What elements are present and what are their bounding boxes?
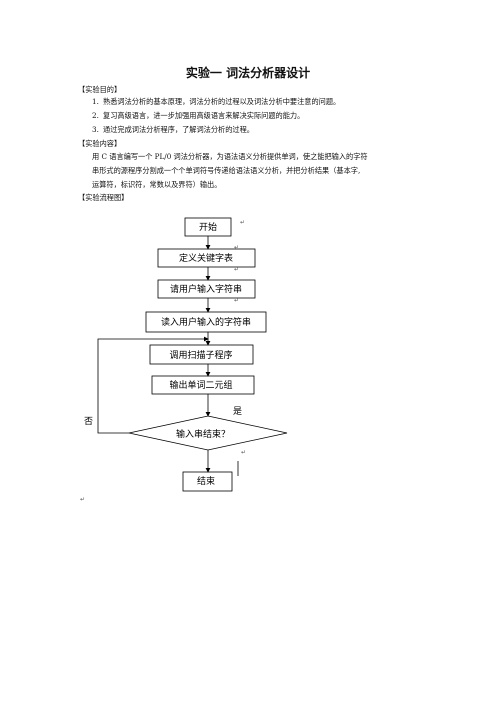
section-heading-flowchart: 【实验流程图】 bbox=[78, 193, 129, 202]
flow-no-label: 否 bbox=[84, 416, 93, 427]
flow-yes-label: 是 bbox=[233, 406, 242, 417]
purpose-item-number: 2. bbox=[92, 111, 99, 120]
content-paragraph-line: 运算符，标识符，常数以及界符）输出。 bbox=[92, 180, 222, 189]
flow-box-call-scanner bbox=[149, 344, 254, 365]
purpose-item-text: 复习高级语言，进一步加强用高级语言来解决实际问题的能力。 bbox=[103, 111, 305, 120]
section-heading-purpose: 【实验目的】 bbox=[78, 85, 122, 94]
purpose-item-number: 1. bbox=[92, 97, 99, 106]
return-mark: ↵ bbox=[241, 449, 246, 456]
page-title: 实验一 词法分析器设计 bbox=[185, 66, 311, 80]
purpose-item: 1. 熟悉词法分析的基本原理，词法分析的过程以及词法分析中要注意的问题。 bbox=[92, 97, 340, 107]
flow-step-label: 开始 bbox=[199, 221, 217, 233]
return-mark: ↵ bbox=[234, 297, 239, 304]
flow-end-label: 结束 bbox=[197, 475, 215, 487]
return-mark: ↵ bbox=[234, 244, 239, 251]
section-heading-content: 【实验内容】 bbox=[78, 139, 122, 148]
content-paragraph-line: 用 C 语言编写一个 PL/0 词法分析器，为语法语义分析提供单词，使之能把输入… bbox=[92, 152, 368, 161]
return-mark: ↵ bbox=[80, 496, 85, 503]
flow-box-output-tuple bbox=[151, 375, 255, 395]
flow-step-label: 请用户输入字符串 bbox=[170, 283, 242, 295]
flow-step-label: 读入用户输入的字符串 bbox=[161, 316, 251, 328]
purpose-item: 3. 通过完成词法分析程序，了解词法分析的过程。 bbox=[92, 125, 254, 135]
flow-step-label: 输出单词二元组 bbox=[169, 379, 232, 391]
purpose-item-number: 3. bbox=[92, 125, 99, 134]
flow-step-label: 调用扫描子程序 bbox=[169, 349, 232, 361]
return-mark: ↵ bbox=[240, 219, 245, 226]
return-mark: ↵ bbox=[234, 266, 239, 273]
purpose-item-text: 熟悉词法分析的基本原理，词法分析的过程以及词法分析中要注意的问题。 bbox=[103, 97, 341, 106]
content-paragraph-line: 串形式的源程序分割成一个个单词符号传递给语法语义分析，并把分析结果（基本字, bbox=[92, 166, 361, 175]
purpose-item: 2. 复习高级语言，进一步加强用高级语言来解决实际问题的能力。 bbox=[92, 111, 304, 121]
flow-decision-label: 输入串结束？ bbox=[176, 428, 230, 440]
flow-step-label: 定义关键字表 bbox=[179, 252, 233, 264]
purpose-item-text: 通过完成词法分析程序，了解词法分析的过程。 bbox=[103, 125, 254, 134]
